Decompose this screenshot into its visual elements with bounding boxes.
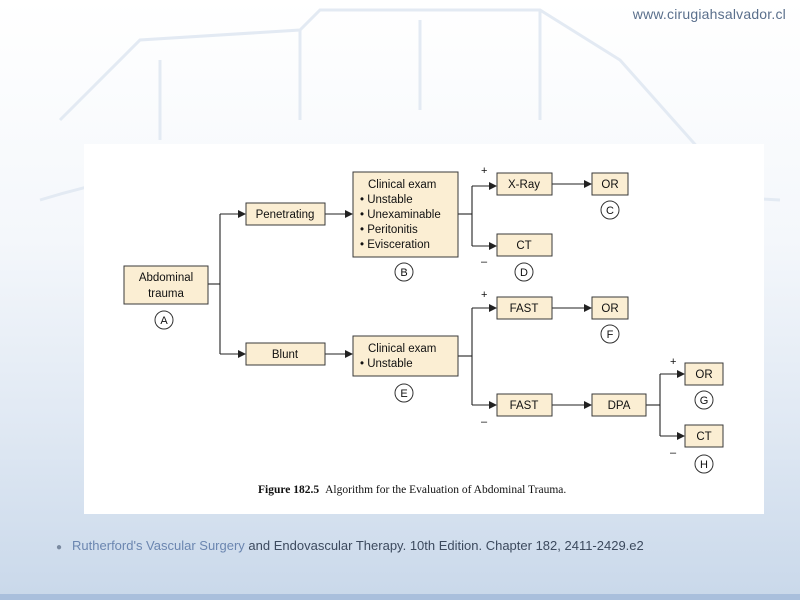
svg-text:D: D bbox=[520, 267, 528, 279]
node-fast-positive: FAST bbox=[496, 296, 553, 320]
node-dpa: DPA bbox=[591, 393, 647, 417]
figure-number: Figure 182.5 bbox=[258, 484, 320, 496]
svg-text:G: G bbox=[700, 395, 709, 407]
edges bbox=[208, 180, 685, 440]
svg-text:FAST: FAST bbox=[510, 303, 539, 315]
site-url: www.cirugiahsalvador.cl bbox=[632, 6, 786, 22]
svg-text:OR: OR bbox=[601, 303, 618, 315]
svg-text:• Unexaminable: • Unexaminable bbox=[360, 209, 441, 221]
label-b: B bbox=[394, 262, 414, 282]
node-penetrating: Penetrating bbox=[245, 202, 326, 226]
figure-caption-text: Algorithm for the Evaluation of Abdomina… bbox=[325, 484, 567, 496]
node-or-g: OR bbox=[684, 362, 724, 386]
node-clinical-exam-e: Clinical exam • Unstable bbox=[352, 335, 459, 377]
svg-text:B: B bbox=[400, 267, 407, 279]
svg-text:H: H bbox=[700, 459, 708, 471]
label-c: C bbox=[600, 200, 620, 220]
svg-text:• Evisceration: • Evisceration bbox=[360, 239, 430, 251]
svg-text:E: E bbox=[400, 388, 407, 400]
sign-minus-fast: – bbox=[481, 416, 488, 428]
sign-minus-ct: – bbox=[481, 256, 488, 268]
figure-panel: Abdominal trauma A Penetrating Blunt Cli… bbox=[84, 144, 764, 514]
node-blunt: Blunt bbox=[245, 342, 326, 366]
svg-text:Penetrating: Penetrating bbox=[256, 209, 315, 221]
svg-text:Clinical exam: Clinical exam bbox=[368, 179, 436, 191]
svg-text:CT: CT bbox=[516, 240, 531, 252]
svg-text:A: A bbox=[160, 315, 168, 327]
svg-text:OR: OR bbox=[695, 369, 712, 381]
node-ct-d: CT bbox=[496, 233, 553, 257]
node-xray: X-Ray bbox=[496, 172, 553, 196]
svg-text:OR: OR bbox=[601, 179, 618, 191]
node-or-f: OR bbox=[591, 296, 629, 320]
svg-text:F: F bbox=[607, 329, 614, 341]
label-d: D bbox=[514, 262, 534, 282]
sign-plus-xray: + bbox=[481, 165, 487, 177]
node-fast-negative: FAST bbox=[496, 393, 553, 417]
label-a: A bbox=[154, 310, 174, 330]
sign-minus-dpa: – bbox=[670, 447, 677, 459]
node-or-c: OR bbox=[591, 172, 629, 196]
svg-text:C: C bbox=[606, 205, 614, 217]
sign-plus-fast: + bbox=[481, 289, 487, 301]
bottom-bar bbox=[0, 594, 800, 600]
svg-text:Clinical exam: Clinical exam bbox=[368, 343, 436, 355]
label-h: H bbox=[694, 454, 714, 474]
svg-text:X-Ray: X-Ray bbox=[508, 179, 540, 191]
sign-plus-dpa: + bbox=[670, 356, 676, 368]
svg-text:Blunt: Blunt bbox=[272, 349, 299, 361]
bullet-icon: ● bbox=[56, 542, 63, 553]
algorithm-diagram: Abdominal trauma A Penetrating Blunt Cli… bbox=[123, 165, 724, 474]
label-e: E bbox=[394, 383, 414, 403]
citation: ● Rutherford's Vascular Surgery and Endov… bbox=[56, 538, 644, 553]
svg-text:• Peritonitis: • Peritonitis bbox=[360, 224, 418, 236]
citation-details: and Endovascular Therapy. 10th Edition. … bbox=[244, 538, 644, 553]
node-abdominal-trauma: Abdominal trauma bbox=[123, 265, 209, 305]
svg-text:DPA: DPA bbox=[608, 400, 631, 412]
label-f: F bbox=[600, 324, 620, 344]
svg-text:• Unstable: • Unstable bbox=[360, 358, 413, 370]
node-ct-h: CT bbox=[684, 424, 724, 448]
node-clinical-exam-b: Clinical exam • Unstable • Unexaminable … bbox=[352, 171, 459, 258]
svg-text:• Unstable: • Unstable bbox=[360, 194, 413, 206]
node-abdominal-trauma-line1: Abdominal bbox=[139, 272, 193, 284]
svg-text:CT: CT bbox=[696, 431, 711, 443]
label-g: G bbox=[694, 390, 714, 410]
svg-text:FAST: FAST bbox=[510, 400, 539, 412]
citation-title: Rutherford's Vascular Surgery bbox=[72, 538, 245, 553]
figure-caption: Figure 182.5 Algorithm for the Evaluation… bbox=[258, 484, 566, 496]
node-abdominal-trauma-line2: trauma bbox=[148, 288, 184, 300]
